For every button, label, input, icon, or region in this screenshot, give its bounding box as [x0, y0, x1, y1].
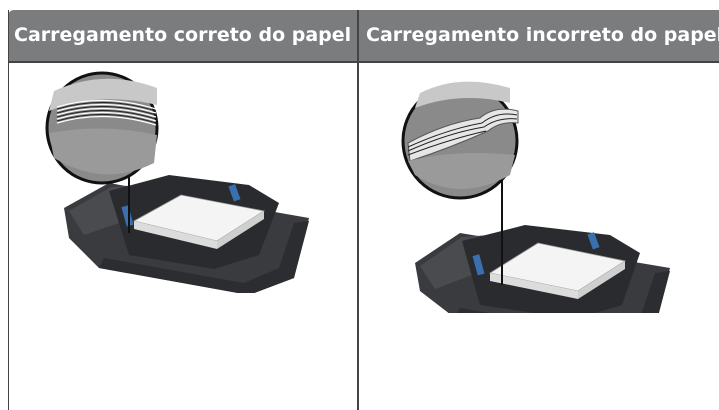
header-incorrect-loading: Carregamento incorreto do papel — [359, 10, 719, 61]
header-divider — [8, 61, 719, 63]
column-divider — [357, 10, 359, 410]
illustration-correct-loading — [9, 63, 358, 410]
paper-tray-correct-loading-icon — [45, 71, 309, 293]
illustration-incorrect-loading — [360, 63, 719, 410]
paper-loading-table: Carregamento correto do papel Carregamen… — [8, 10, 719, 410]
table-left-border — [8, 10, 9, 410]
header-correct-loading: Carregamento correto do papel — [8, 10, 357, 61]
paper-tray-incorrect-loading-icon — [401, 81, 670, 313]
